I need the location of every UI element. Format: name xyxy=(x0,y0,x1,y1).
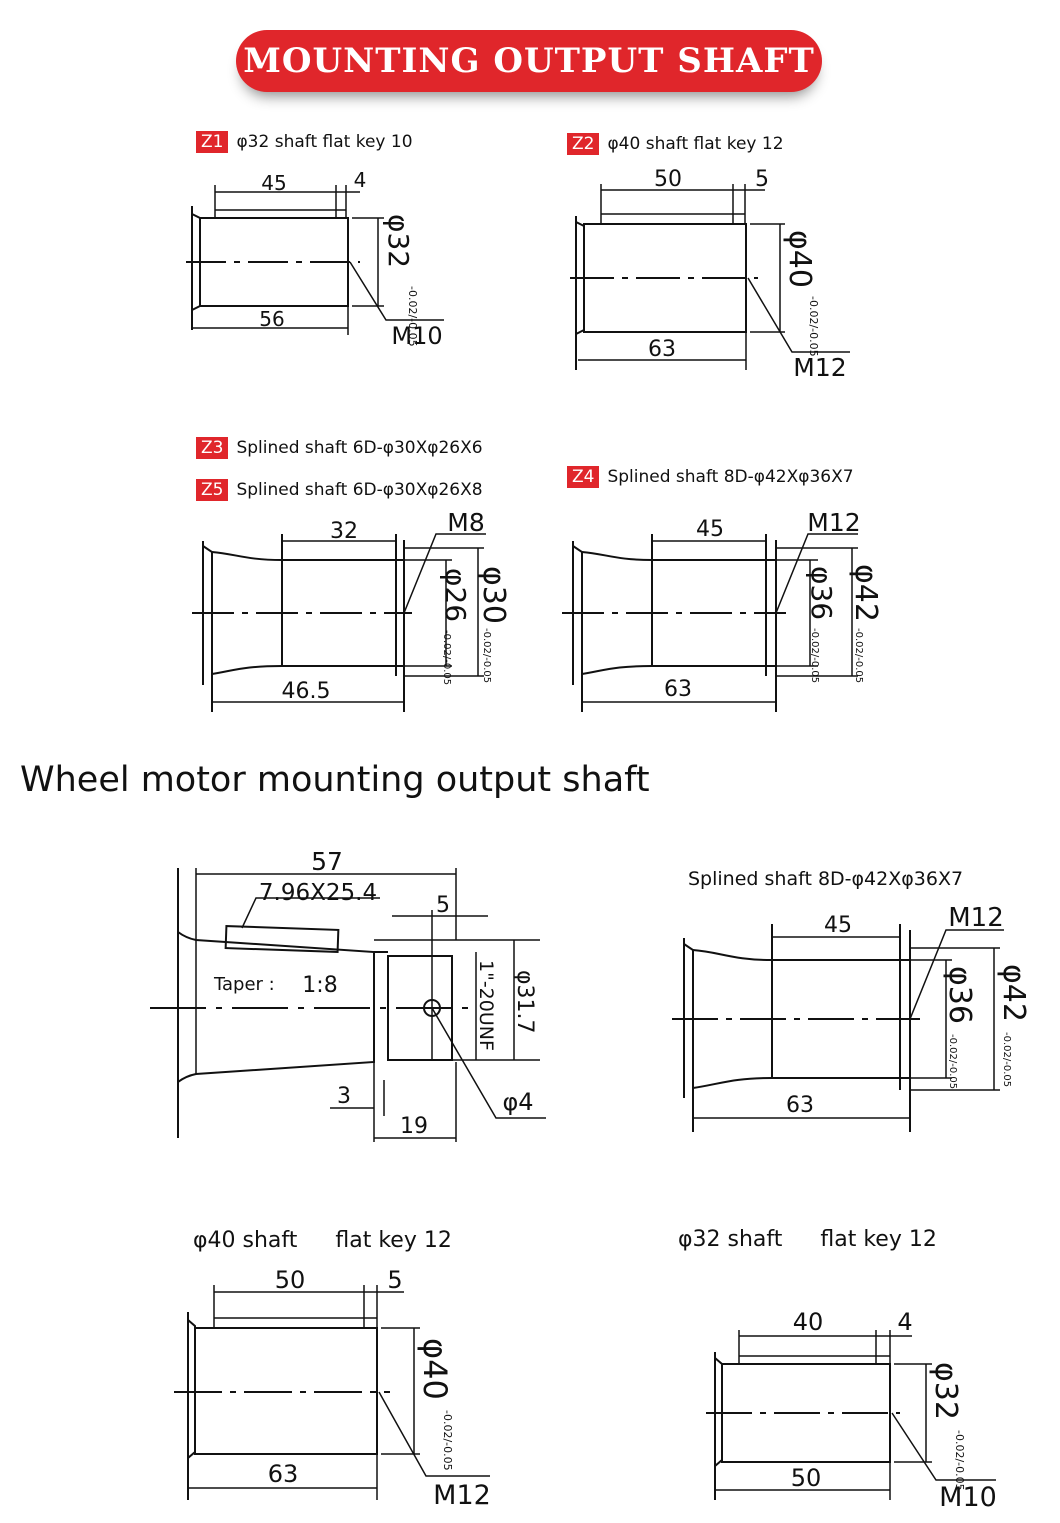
taper-dim-nut: 19 xyxy=(400,1114,428,1139)
z4-dim-outer: φ42 xyxy=(848,564,883,622)
z4-thread: M12 xyxy=(807,508,860,537)
bottom-left-dim-dia: φ40 xyxy=(416,1338,454,1400)
bottom-right-thread: M10 xyxy=(939,1482,997,1513)
z3-caption: Z3 Splined shaft 6D-φ30Xφ26X6 xyxy=(196,437,483,459)
z5-tag: Z5 xyxy=(196,479,229,501)
z5-caption: Z5 Splined shaft 6D-φ30Xφ26X8 xyxy=(196,479,483,501)
wheel-spline-dim-outer-tol: -0.02/-0.05 xyxy=(1001,1032,1012,1087)
bottom-left-dim-len: 63 xyxy=(268,1460,299,1488)
z5-caption-text: Splined shaft 6D-φ30Xφ26X8 xyxy=(236,480,483,500)
z1-dim-len: 56 xyxy=(259,307,284,331)
z1-dim-key: 45 xyxy=(261,171,286,195)
z4-dim-inner: φ36 xyxy=(805,566,838,620)
wheel-spline-dim-spline: 45 xyxy=(824,913,852,938)
z4-caption: Z4 Splined shaft 8D-φ42Xφ36X7 xyxy=(567,466,854,488)
z2-dim-len: 63 xyxy=(648,337,676,362)
taper-dim-len: 57 xyxy=(311,847,343,876)
bottom-right-drawing xyxy=(706,1330,996,1500)
z4-drawing xyxy=(562,533,858,712)
wheel-spline-dim-inner-tol: -0.02/-0.05 xyxy=(947,1034,958,1089)
taper-hole: φ4 xyxy=(502,1088,533,1116)
wheel-spline-dim-inner: φ36 xyxy=(942,966,977,1024)
bottom-left-dim-step: 5 xyxy=(387,1266,402,1294)
z2-caption-text: φ40 shaft flat key 12 xyxy=(607,134,784,154)
z1-caption-text: φ32 shaft flat key 10 xyxy=(236,132,413,152)
taper-ratio: 1:8 xyxy=(302,973,337,998)
z4-dim-inner-tol: -0.02/-0.05 xyxy=(809,628,820,683)
wheel-taper-drawing xyxy=(150,868,546,1142)
z3-tag: Z3 xyxy=(196,437,229,459)
z4-dim-len: 63 xyxy=(664,677,692,702)
taper-label: Taper : xyxy=(213,974,275,995)
z2-tag: Z2 xyxy=(567,133,600,155)
wheel-spline-dim-len: 63 xyxy=(786,1093,814,1118)
bottom-right-shaft: φ32 shaft xyxy=(678,1227,783,1252)
z4-tag: Z4 xyxy=(567,466,600,488)
z2-dim-tol: -0.02/-0.05 xyxy=(807,296,820,357)
bottom-left-thread: M12 xyxy=(433,1480,491,1511)
taper-dim-small: 3 xyxy=(337,1084,351,1109)
bottom-left-dim-tol: -0.02/-0.05 xyxy=(441,1410,454,1471)
wheel-spline-drawing xyxy=(672,924,1004,1132)
z2-caption: Z2 φ40 shaft flat key 12 xyxy=(567,133,784,155)
z5-thread: M8 xyxy=(447,508,484,537)
taper-key: 7.96X25.4 xyxy=(259,880,377,906)
bottom-right-dim-len: 50 xyxy=(791,1464,822,1492)
bottom-left-drawing xyxy=(174,1285,490,1500)
z2-thread: M12 xyxy=(793,353,846,382)
bottom-right-dim-tol: -0.02/-0.05 xyxy=(953,1430,966,1491)
z2-dim-key: 50 xyxy=(654,167,682,192)
z5-dim-spline: 32 xyxy=(330,519,358,544)
wheel-spline-thread: M12 xyxy=(948,903,1004,933)
bottom-right-key: flat key 12 xyxy=(820,1227,937,1252)
z5-dim-outer: φ30 xyxy=(476,566,511,624)
bottom-left-caption: φ40 shaft flat key 12 xyxy=(193,1228,452,1253)
z4-dim-spline: 45 xyxy=(696,517,724,542)
taper-unf: 1"-20UNF xyxy=(475,960,497,1051)
z5-dim-outer-tol: -0.02/-0.05 xyxy=(481,628,492,683)
z2-drawing xyxy=(570,184,850,370)
z1-thread: M10 xyxy=(391,322,442,350)
z4-dim-outer-tol: -0.02/-0.05 xyxy=(853,628,864,683)
z1-dim-step: 4 xyxy=(354,168,367,192)
z5-drawing xyxy=(192,533,486,712)
z5-dim-inner-tol: -0.02/-0.05 xyxy=(441,630,452,685)
page-title-banner: MOUNTING OUTPUT SHAFT xyxy=(236,30,822,92)
bottom-right-dim-dia: φ32 xyxy=(928,1362,963,1420)
bottom-right-dim-step: 4 xyxy=(897,1308,912,1336)
z1-dim-dia: φ32 xyxy=(382,214,415,268)
z2-dim-step: 5 xyxy=(755,167,769,192)
bottom-left-key: flat key 12 xyxy=(335,1228,452,1253)
taper-dim-step: 5 xyxy=(436,893,450,918)
z4-caption-text: Splined shaft 8D-φ42Xφ36X7 xyxy=(607,467,854,487)
z5-dim-inner: φ26 xyxy=(439,568,472,622)
z3-caption-text: Splined shaft 6D-φ30Xφ26X6 xyxy=(236,438,483,458)
bottom-right-dim-key: 40 xyxy=(793,1308,824,1336)
bottom-left-shaft: φ40 shaft xyxy=(193,1228,298,1253)
bottom-right-caption: φ32 shaft flat key 12 xyxy=(678,1227,937,1252)
wheel-spline-dim-outer: φ42 xyxy=(996,964,1031,1022)
z1-tag: Z1 xyxy=(196,131,229,153)
z1-caption: Z1 φ32 shaft flat key 10 xyxy=(196,131,413,153)
z2-dim-dia: φ40 xyxy=(782,230,817,288)
z5-dim-len: 46.5 xyxy=(282,679,331,704)
wheel-spline-caption: Splined shaft 8D-φ42Xφ36X7 xyxy=(688,868,964,890)
bottom-left-dim-key: 50 xyxy=(275,1266,306,1294)
z1-dim-tol: -0.02/-0.05 xyxy=(406,286,419,347)
z1-drawing xyxy=(186,185,444,335)
wheel-section-title: Wheel motor mounting output shaft xyxy=(20,760,650,800)
taper-dim-dia: φ31.7 xyxy=(512,970,537,1034)
